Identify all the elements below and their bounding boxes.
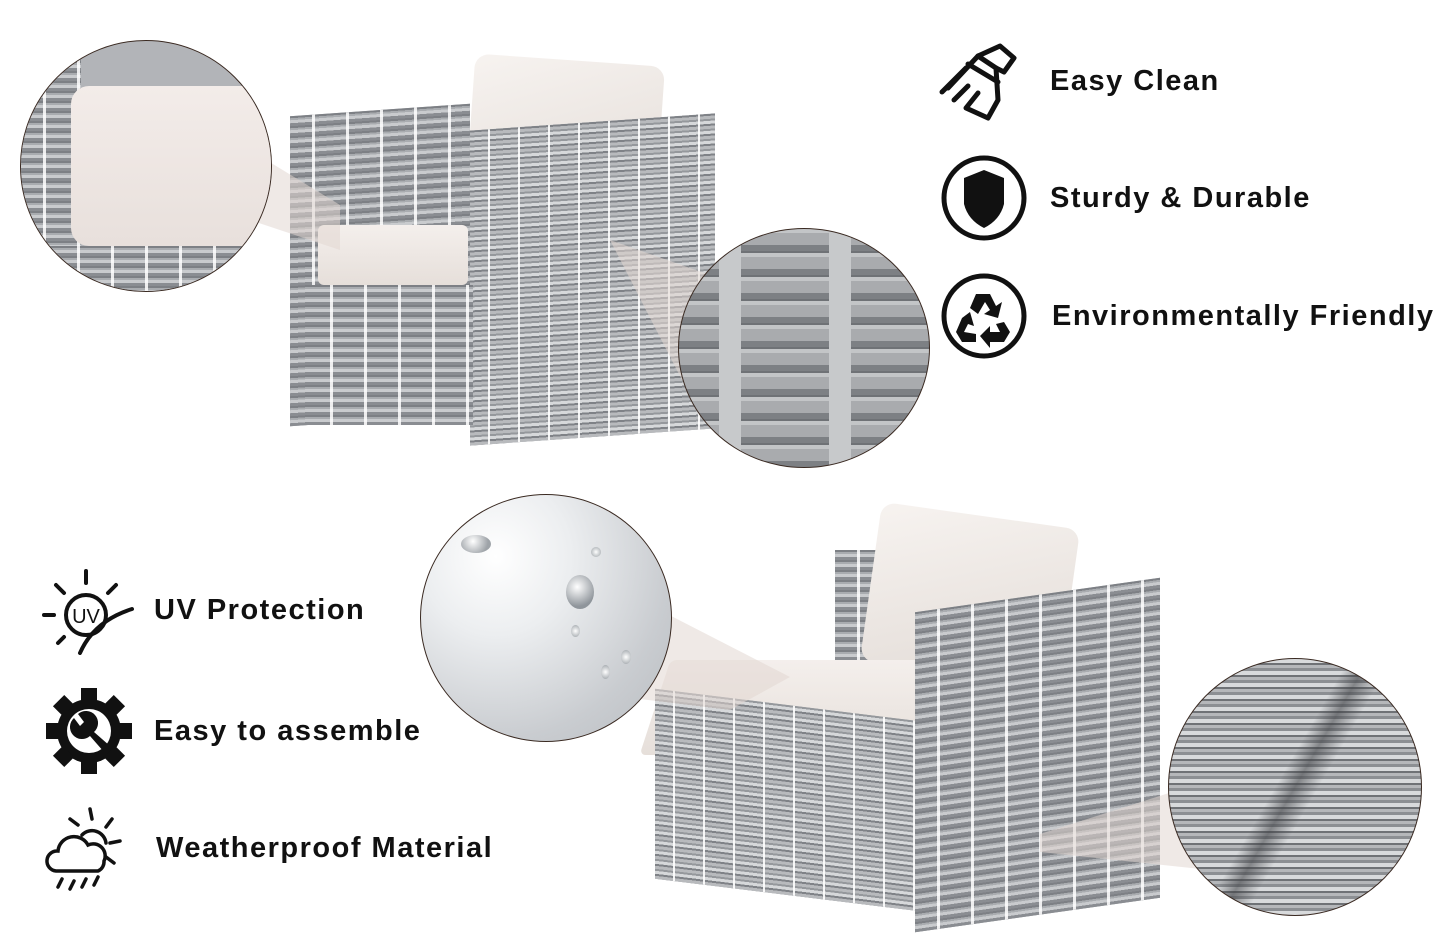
feature-uv-protection: UV UV Protection [40, 565, 365, 655]
feature-weatherproof-material: Weatherproof Material [40, 805, 493, 891]
water-repellent-detail-circle [420, 494, 672, 742]
feature-label: Sturdy & Durable [1050, 181, 1311, 214]
corner-chair-right-arm [915, 577, 1160, 933]
feature-label: Easy Clean [1050, 64, 1220, 97]
cushion-detail-circle [20, 40, 272, 292]
feature-label: Easy to assemble [154, 714, 422, 747]
shield-icon [940, 154, 1028, 242]
weave-detail-circle [678, 228, 930, 468]
uv-sun-icon: UV [40, 565, 134, 655]
corner-chair-front-base [655, 688, 920, 912]
feature-easy-clean: Easy Clean [938, 38, 1220, 124]
feature-environmentally-friendly: Environmentally Friendly [940, 272, 1434, 360]
feature-sturdy-durable: Sturdy & Durable [940, 154, 1311, 242]
svg-text:UV: UV [72, 606, 100, 628]
gear-wrench-icon [44, 686, 134, 776]
armchair-product-image [280, 50, 720, 446]
corner-chair-product-image [639, 501, 1170, 933]
feature-label: Environmentally Friendly [1052, 299, 1435, 332]
frame-corner-detail-circle [1168, 658, 1422, 916]
bottle-icon [938, 38, 1022, 124]
feature-easy-to-assemble: Easy to assemble [44, 686, 421, 776]
armchair-front-base [308, 285, 473, 425]
weather-cloud-icon [40, 805, 130, 891]
feature-label: Weatherproof Material [156, 831, 494, 864]
recycle-icon [940, 272, 1028, 360]
feature-label: UV Protection [154, 593, 366, 626]
armchair-seat-cushion [318, 225, 468, 285]
